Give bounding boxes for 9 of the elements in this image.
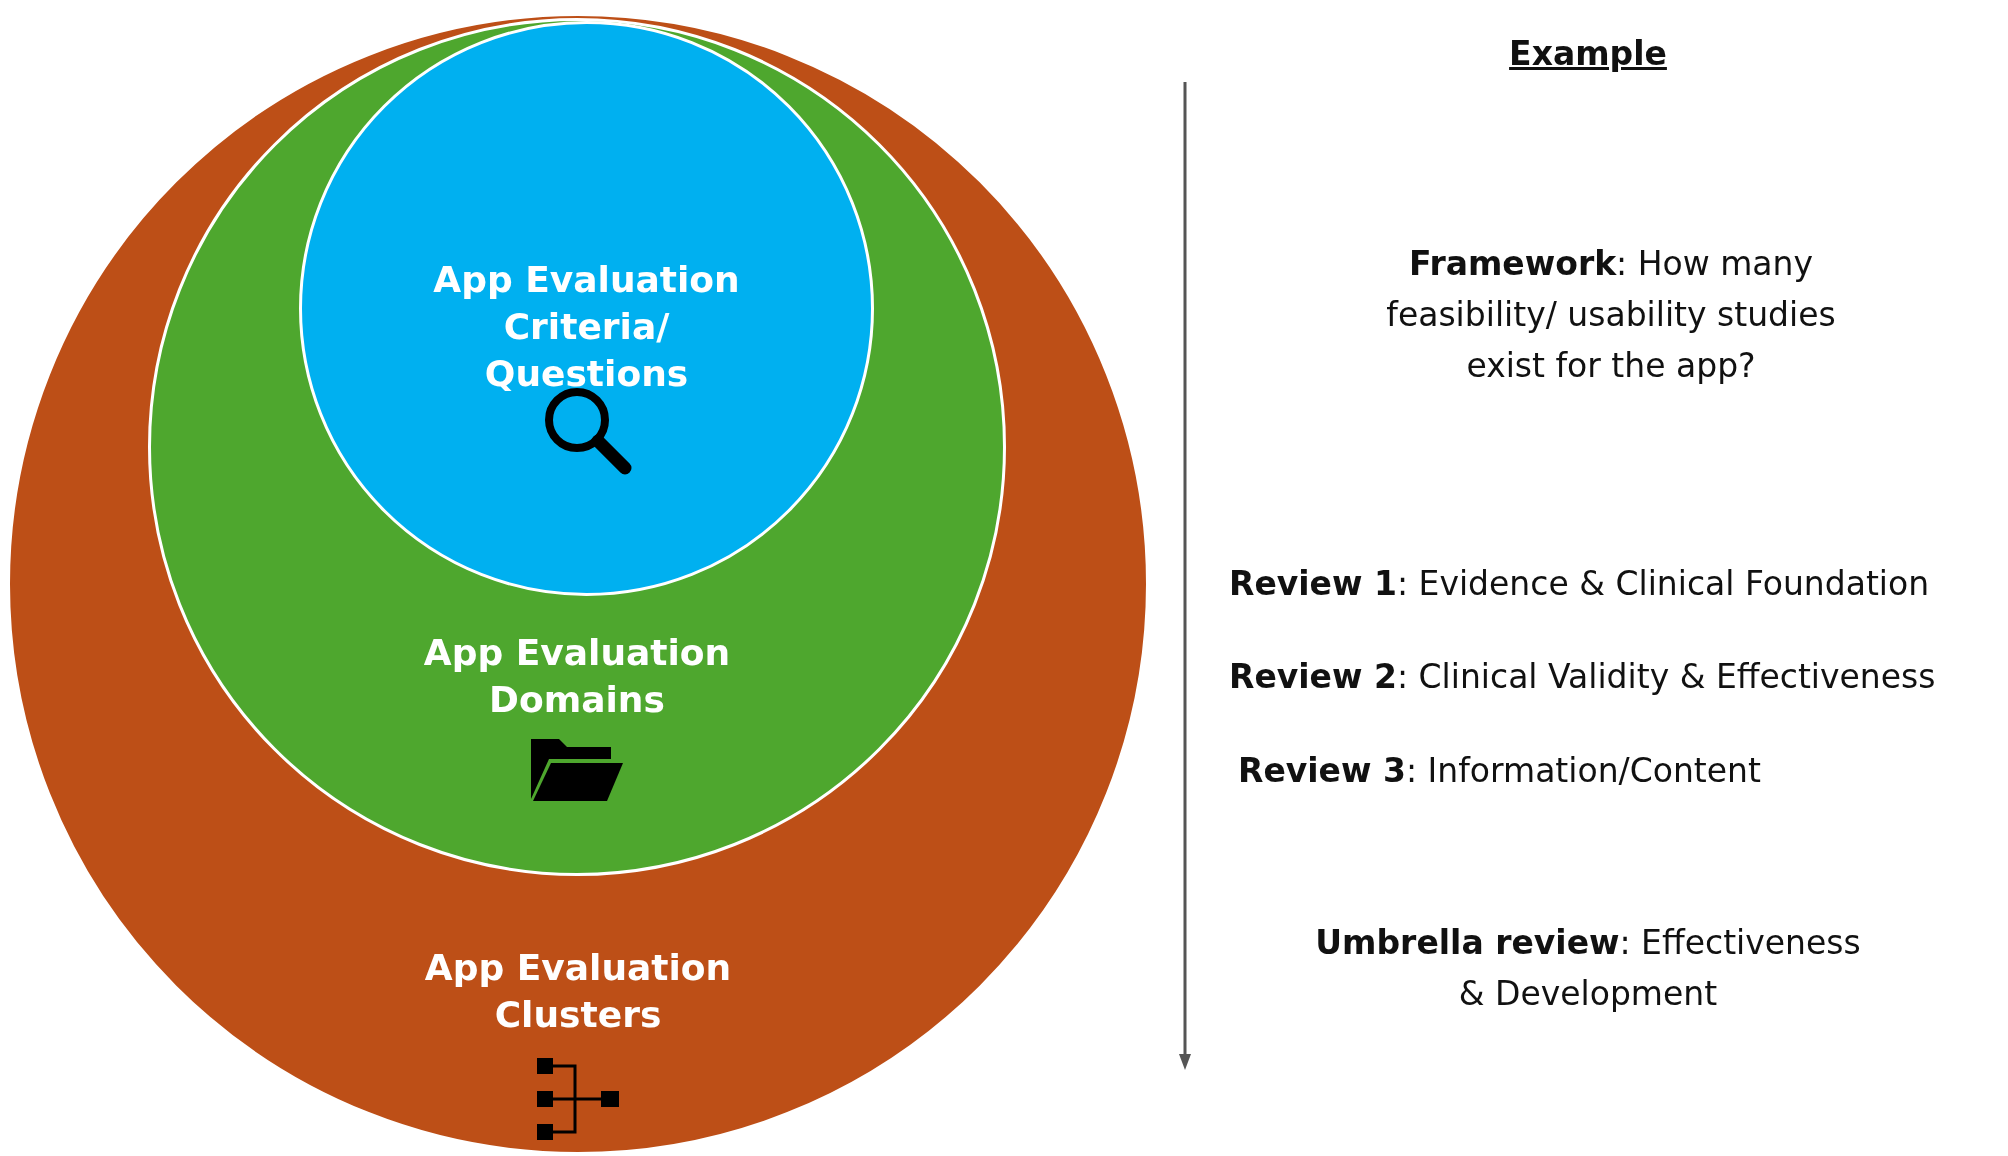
example-text: Review 1: Evidence & Clinical Foundation [1229, 563, 1930, 605]
example-text: Umbrella review: Effectiveness & Development [1314, 922, 1862, 1015]
example-text: Framework: How many feasibility/ usability studies exist for the app? [1385, 243, 1837, 387]
example-text: Review 3: Information/Content [1238, 750, 1761, 792]
circle-label: App Evaluation Domains [422, 631, 732, 722]
circle-label: App Evaluation Criteria/ Questions [432, 258, 741, 396]
circle-label: App Evaluation Clusters [423, 946, 733, 1037]
heading: Example [1509, 33, 1667, 75]
example-text: Review 2: Clinical Validity & Effectiveness [1229, 656, 1936, 698]
